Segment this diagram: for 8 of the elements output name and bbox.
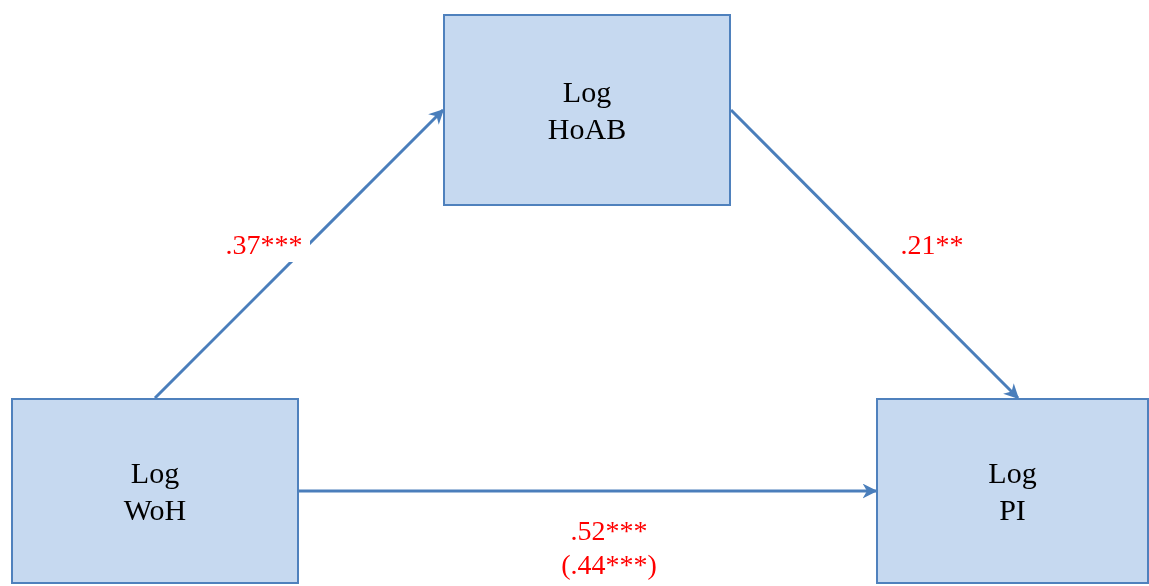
variable-label: Log PI — [987, 455, 1038, 528]
variable-box — [11, 398, 299, 584]
variable-box — [443, 14, 731, 206]
variable-label: Log WoH — [122, 455, 188, 528]
arrow — [299, 483, 878, 499]
variable-label: Log HoAB — [547, 74, 627, 147]
arrow — [153, 108, 445, 400]
variable-box — [876, 398, 1149, 584]
